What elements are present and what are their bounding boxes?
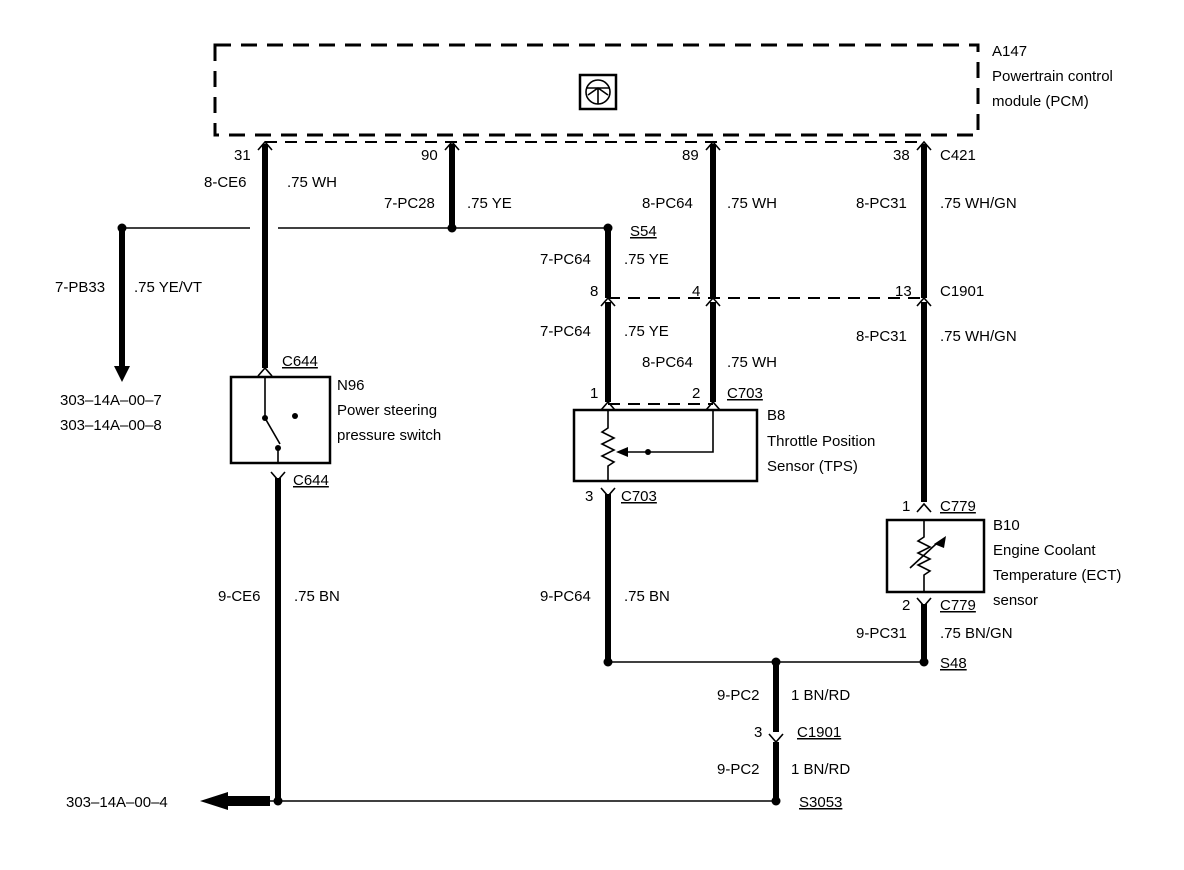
wire-pc64-mid-wh-circuit: 8-PC64 — [642, 354, 693, 371]
pcm-pin-38: 38 — [893, 147, 910, 164]
tps-box — [572, 408, 759, 483]
wire-pc31-lower-circuit: 9-PC31 — [856, 625, 907, 642]
c1901-bottom-label: C1901 — [797, 724, 841, 741]
tps-label-line1: Throttle Position — [767, 433, 875, 450]
tps-label-line2: Sensor (TPS) — [767, 458, 858, 475]
ref-303-14a-00-7: 303–14A–00–7 — [60, 392, 162, 409]
c779-pin-1: 1 — [902, 498, 910, 515]
tps-wiper — [628, 410, 714, 453]
splice-s54-label: S54 — [630, 223, 657, 240]
n96-connector-bottom: C644 — [293, 472, 329, 489]
pcm-connector-c421: C421 — [940, 147, 976, 164]
pcm-module-box — [213, 43, 980, 137]
wire-pb33-gauge: .75 YE/VT — [134, 279, 202, 296]
c703-pin-3: 3 — [585, 488, 593, 505]
splice-s3053-label: S3053 — [799, 794, 842, 811]
wire-pc64-lower-gauge: .75 BN — [624, 588, 670, 605]
c1901-pin-3: 3 — [754, 724, 762, 741]
pcm-pin-90: 90 — [421, 147, 438, 164]
wire-pc64-s54-gauge: .75 YE — [624, 251, 669, 268]
ref-303-14a-00-4: 303–14A–00–4 — [66, 794, 168, 811]
c703-pin-2: 2 — [692, 385, 700, 402]
wire-pc31-lower-gauge: .75 BN/GN — [940, 625, 1013, 642]
wire-pc64-top-gauge: .75 WH — [727, 195, 777, 212]
c703-top-label: C703 — [727, 385, 763, 402]
wire-ce6-upper-gauge: .75 WH — [287, 174, 337, 191]
wire-pc64-mid-ye-gauge: .75 YE — [624, 323, 669, 340]
pcm-pin-89: 89 — [682, 147, 699, 164]
wire-pc2-lower-circuit: 9-PC2 — [717, 761, 760, 778]
splice-s48-label: S48 — [940, 655, 967, 672]
wire-pc64-lower-circuit: 9-PC64 — [540, 588, 591, 605]
wire-pc64-s54-circuit: 7-PC64 — [540, 251, 591, 268]
wire-pc28-circuit: 7-PC28 — [384, 195, 435, 212]
wire-pc64-mid-ye-circuit: 7-PC64 — [540, 323, 591, 340]
wire-ce6-lower-gauge: .75 BN — [294, 588, 340, 605]
c703-pin-1: 1 — [590, 385, 598, 402]
wire-pc31-top-gauge: .75 WH/GN — [940, 195, 1017, 212]
n96-label-line1: Power steering — [337, 402, 437, 419]
c1901-top-label: C1901 — [940, 283, 984, 300]
wire-ce6-upper-circuit: 8-CE6 — [204, 174, 247, 191]
wire-pc2-upper-circuit: 9-PC2 — [717, 687, 760, 704]
pcm-module-icon — [578, 73, 618, 111]
c1901-pin-13: 13 — [895, 283, 912, 300]
c779-pin-2: 2 — [902, 597, 910, 614]
tps-id: B8 — [767, 407, 785, 424]
wire-pc2-lower-gauge: 1 BN/RD — [791, 761, 850, 778]
ect-label-line1: Engine Coolant — [993, 542, 1096, 559]
c1901-pin-4: 4 — [692, 283, 700, 300]
n96-switch-box — [229, 375, 332, 465]
ect-id: B10 — [993, 517, 1020, 534]
ect-label-line2: Temperature (ECT) — [993, 567, 1121, 584]
c1901-pin-8: 8 — [590, 283, 598, 300]
ect-box — [885, 518, 986, 594]
pcm-label-line1: Powertrain control — [992, 68, 1113, 85]
wire-pc28-gauge: .75 YE — [467, 195, 512, 212]
n96-label-line2: pressure switch — [337, 427, 441, 444]
pcm-pin-31: 31 — [234, 147, 251, 164]
wire-pc31-mid-gauge: .75 WH/GN — [940, 328, 1017, 345]
n96-connector-top: C644 — [282, 353, 318, 370]
c779-top-label: C779 — [940, 498, 976, 515]
wire-pc31-mid-circuit: 8-PC31 — [856, 328, 907, 345]
wire-pb33-arrow — [114, 366, 130, 382]
ground-ref-arrow — [200, 792, 270, 810]
c703-bottom-label: C703 — [621, 488, 657, 505]
tps-resistor — [600, 410, 616, 481]
splice-pc28-dot — [447, 223, 457, 233]
ref-303-14a-00-8: 303–14A–00–8 — [60, 417, 162, 434]
pcm-label-line2: module (PCM) — [992, 93, 1089, 110]
pcm-id: A147 — [992, 43, 1027, 60]
ect-label-line3: sensor — [993, 592, 1038, 609]
wire-pc64-mid-wh-gauge: .75 WH — [727, 354, 777, 371]
wire-ce6-lower-circuit: 9-CE6 — [218, 588, 261, 605]
wire-pb33-circuit: 7-PB33 — [55, 279, 105, 296]
wire-pc64-top-circuit: 8-PC64 — [642, 195, 693, 212]
wire-pc2-upper-gauge: 1 BN/RD — [791, 687, 850, 704]
wire-pc31-top-circuit: 8-PC31 — [856, 195, 907, 212]
n96-id: N96 — [337, 377, 365, 394]
c779-bottom-label: C779 — [940, 597, 976, 614]
